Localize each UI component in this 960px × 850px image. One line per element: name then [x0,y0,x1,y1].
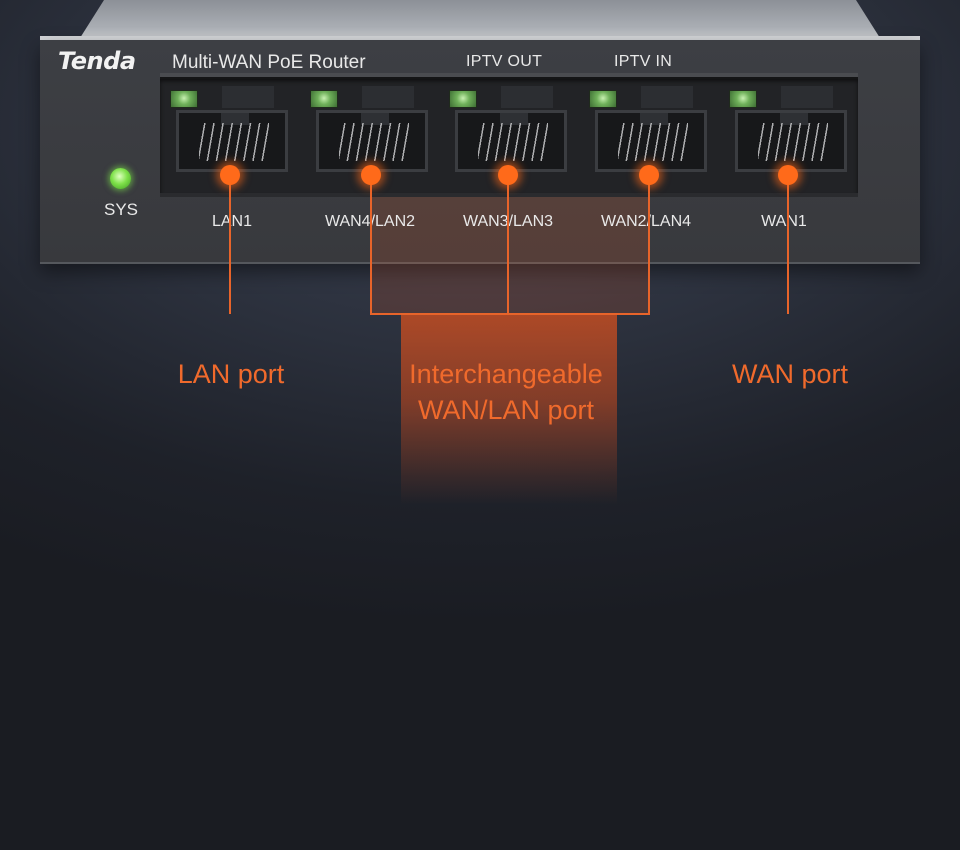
rj45-jack-icon [316,110,428,172]
port-wan1 [723,86,847,178]
port-label-wan4-lan2: WAN4/LAN2 [290,213,450,231]
rj45-jack-icon [176,110,288,172]
router-top-surface [80,0,880,38]
rj45-jack-icon [455,110,567,172]
port-led-icon [310,90,338,108]
port-label-wan1: WAN1 [761,213,807,230]
callout-line-lan [229,174,231,314]
caption-lan-port: LAN port [177,359,285,389]
iptv-out-label: IPTV OUT [466,53,543,70]
model-name: Multi-WAN PoE Router [172,52,366,73]
port-marker-dot [778,165,798,185]
interchangeable-highlight-column [401,315,617,505]
callout-line-wan2 [648,174,650,314]
callout-line-wan4 [370,174,372,314]
caption-interchangeable-line1: Interchangeable [409,359,603,389]
brand-logo: Tenda [58,47,136,75]
port-marker-dot [639,165,659,185]
port-wan3-lan3 [443,86,567,178]
callout-line-join [370,313,650,315]
rj45-jack-icon [735,110,847,172]
caption-wan-port: WAN port [731,359,848,389]
port-marker-dot [498,165,518,185]
router-front-edge [40,36,920,40]
port-led-icon [729,90,757,108]
interchangeable-highlight-band [370,175,650,315]
port-panel-bottom [160,193,858,197]
port-label-lan1: LAN1 [211,213,253,230]
port-label-wan2-lan4: WAN2/LAN4 [600,213,692,230]
rj45-jack-icon [595,110,707,172]
sys-led-icon [110,168,131,189]
sys-label: SYS [104,200,139,219]
port-led-icon [589,90,617,108]
port-marker-dot [220,165,240,185]
port-marker-dot [361,165,381,185]
iptv-in-label: IPTV IN [614,53,673,70]
callout-line-wan3 [507,174,509,314]
port-lan1 [164,86,288,178]
port-wan4-lan2 [304,86,428,178]
port-led-icon [449,90,477,108]
port-wan2-lan4 [583,86,707,178]
port-led-icon [170,90,198,108]
caption-interchangeable-line2: WAN/LAN port [417,395,595,425]
callout-line-wan [787,174,789,314]
